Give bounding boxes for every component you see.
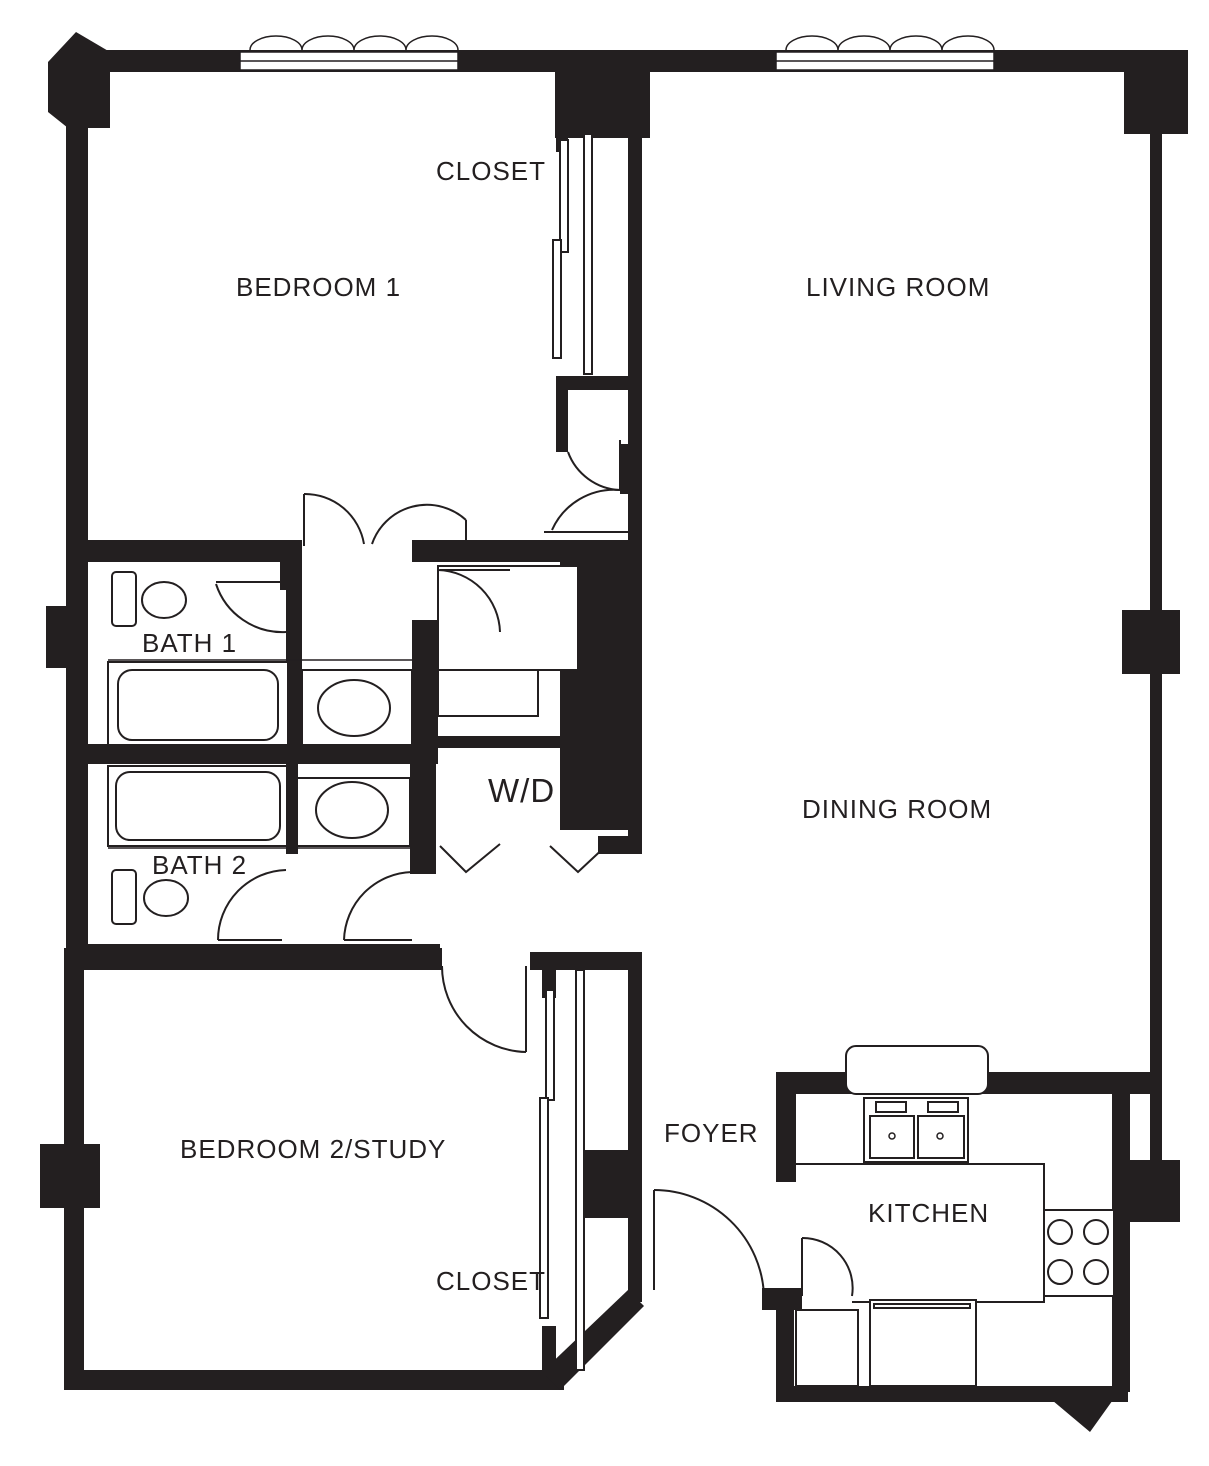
- bath1: [88, 540, 642, 830]
- closet-top-door: [544, 440, 630, 533]
- label-bath1: BATH 1: [142, 628, 237, 658]
- label-kitchen: KITCHEN: [868, 1198, 989, 1228]
- window-bedroom1: [239, 35, 459, 71]
- label-closet-bottom: CLOSET: [436, 1266, 546, 1296]
- bedroom1-double-door: [303, 492, 467, 546]
- label-foyer: FOYER: [664, 1118, 759, 1148]
- label-dining-room: DINING ROOM: [802, 794, 992, 824]
- bedroom2-walls: [40, 948, 644, 1390]
- window-living-room: [775, 35, 995, 71]
- label-bedroom2: BEDROOM 2/STUDY: [180, 1134, 446, 1164]
- label-wd: W/D: [488, 772, 555, 809]
- closet-top-walls: [552, 130, 642, 540]
- label-bedroom1: BEDROOM 1: [236, 272, 401, 302]
- label-bath2: BATH 2: [152, 850, 247, 880]
- label-closet-top: CLOSET: [436, 156, 546, 186]
- label-living-room: LIVING ROOM: [806, 272, 990, 302]
- room-labels: BEDROOM 1 CLOSET LIVING ROOM BATH 1 W/D …: [142, 156, 992, 1296]
- bath2: [88, 764, 440, 966]
- washer-dryer-closet: [436, 736, 642, 874]
- kitchen: [653, 1045, 1162, 1402]
